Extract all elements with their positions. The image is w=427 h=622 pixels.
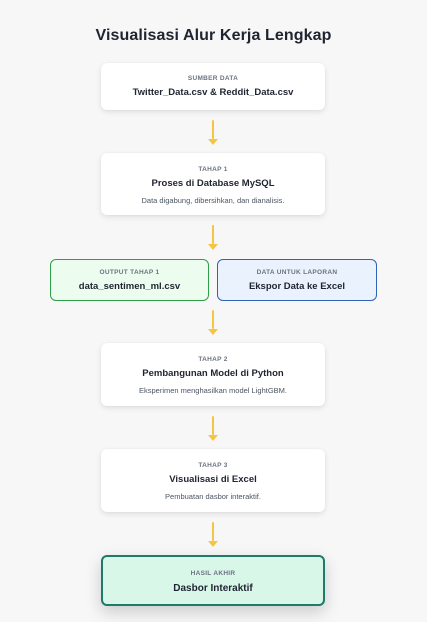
stage-3-description: Pembuatan dasbor interaktif.: [165, 492, 261, 501]
report-data-card: DATA UNTUK LAPORAN Ekspor Data ke Excel: [217, 259, 377, 301]
stage-1-card: TAHAP 1 Proses di Database MySQL Data di…: [101, 153, 325, 215]
stage-2-heading: Pembangunan Model di Python: [142, 368, 284, 379]
flow-arrow: [208, 120, 218, 145]
stage-1-heading: Proses di Database MySQL: [151, 178, 275, 189]
source-data-card: SUMBER DATA Twitter_Data.csv & Reddit_Da…: [101, 63, 325, 110]
stage-2-caption: TAHAP 2: [198, 356, 228, 363]
stage-3-card: TAHAP 3 Visualisasi di Excel Pembuatan d…: [101, 449, 325, 512]
report-data-heading: Ekspor Data ke Excel: [248, 281, 346, 292]
source-data-caption: SUMBER DATA: [187, 75, 239, 82]
stage-2-card: TAHAP 2 Pembangunan Model di Python Eksp…: [101, 343, 325, 406]
flow-arrow: [208, 310, 218, 335]
output-stage-1-card: OUTPUT TAHAP 1 data_sentimen_ml.csv: [50, 259, 209, 301]
output-stage-1-heading: data_sentimen_ml.csv: [78, 281, 181, 292]
final-result-heading: Dasbor Interaktif: [173, 583, 253, 594]
report-data-caption: DATA UNTUK LAPORAN: [256, 269, 338, 276]
stage-1-description: Data digabung, dibersihkan, dan dianalis…: [141, 196, 285, 205]
flow-arrow: [208, 522, 218, 547]
flow-arrow: [208, 225, 218, 250]
final-result-card: HASIL AKHIR Dasbor Interaktif: [101, 555, 325, 606]
final-result-caption: HASIL AKHIR: [190, 570, 236, 577]
output-stage-1-caption: OUTPUT TAHAP 1: [99, 269, 160, 276]
stage-3-heading: Visualisasi di Excel: [169, 474, 257, 485]
stage-1-caption: TAHAP 1: [198, 166, 228, 173]
stage-2-description: Eksperimen menghasilkan model LightGBM.: [139, 386, 287, 395]
stage-3-caption: TAHAP 3: [198, 462, 228, 469]
flow-arrow: [208, 416, 218, 441]
source-data-heading: Twitter_Data.csv & Reddit_Data.csv: [132, 87, 294, 98]
diagram-title: Visualisasi Alur Kerja Lengkap: [95, 27, 332, 44]
